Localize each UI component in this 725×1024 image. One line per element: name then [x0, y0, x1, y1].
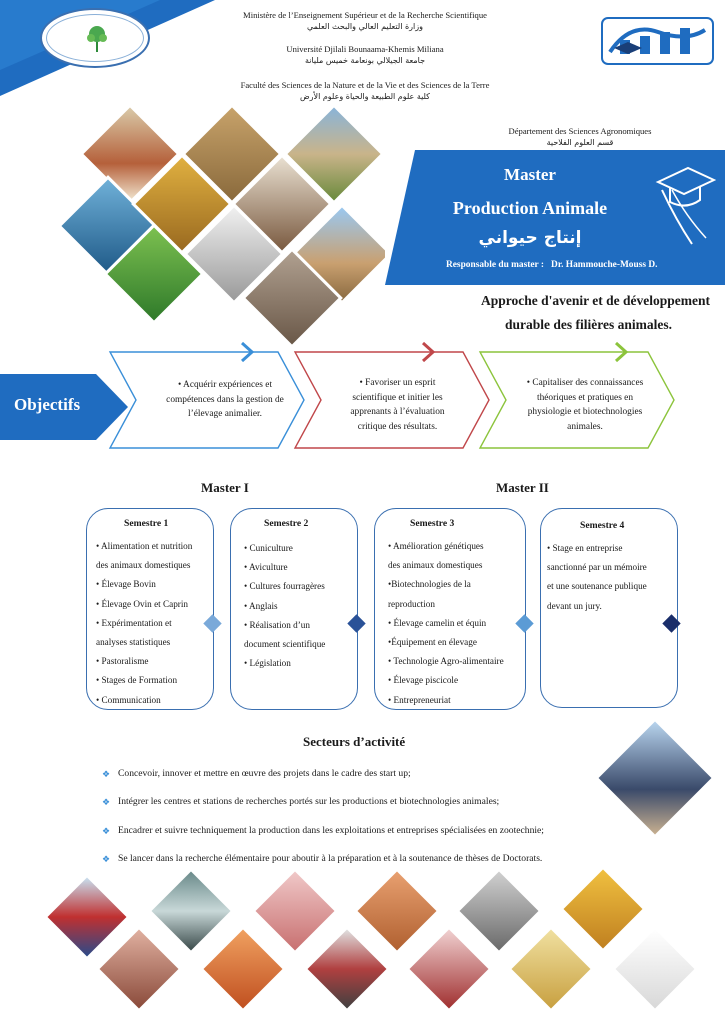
diamond-bullet-icon: ❖ [102, 769, 111, 779]
photo-milk [611, 925, 699, 1013]
semester-2-box [230, 508, 358, 710]
photo-microscope [455, 867, 543, 955]
list-item: • Législation [244, 658, 291, 669]
list-item: • Élevage Bovin [96, 579, 156, 590]
objective-3: • Capitaliser des connaissances théoriqu… [526, 378, 644, 432]
master-banner [385, 150, 725, 285]
list-item: • Cuniculture [244, 543, 293, 553]
photo-fish [303, 925, 391, 1013]
photo-eggs [353, 867, 441, 955]
tree-icon [87, 26, 107, 52]
ministry-ar: وزارة التعليم العالي والبحث العلمي [307, 22, 423, 31]
photo-meat [251, 867, 339, 955]
list-item: • Élevage Ovin et Caprin [96, 598, 189, 609]
objective-chevron-2 [293, 341, 490, 449]
diamond-bullet-icon: ❖ [102, 797, 111, 807]
list-item: • Expérimentation et [96, 617, 172, 628]
department-fr: Département des Sciences Agronomiques [508, 126, 652, 136]
list-item: • Élevage camelin et équin [388, 617, 487, 628]
list-item: • Stage en entreprise [547, 543, 623, 553]
list-item: des animaux domestiques [388, 560, 483, 571]
master-title-ar: إنتاج حيواني [478, 228, 582, 248]
photo-lab-flask [147, 867, 235, 955]
list-item: • Technologie Agro-alimentaire [388, 656, 504, 667]
semester-1-box [86, 508, 214, 710]
list-item: • Élevage piscicole [388, 675, 459, 686]
list-item: • Réalisation d’un [244, 619, 310, 630]
semester-3-title: Semestre 3 [410, 518, 455, 529]
sector-item-1: Concevoir, innover et mettre en œuvre de… [118, 768, 411, 779]
tagline-line-2: durable des filières animales. [505, 317, 672, 332]
diamond-bullet-icon: ❖ [102, 826, 111, 836]
department-ar: قسم العلوم الفلاحية [546, 138, 614, 147]
university-logo [600, 12, 715, 72]
sectors-title: Secteurs d’activité [303, 734, 406, 749]
semester-4-list: • Stage en entreprise sanctionné par un … [547, 539, 647, 616]
objectives-arrow [0, 374, 128, 440]
sector-item-3: Encadrer et suivre techniquement la prod… [118, 825, 544, 836]
photo-honey [559, 865, 647, 953]
sector-item-4: Se lancer dans la recherche élémentaire … [118, 853, 543, 864]
photo-graduates [594, 717, 716, 839]
list-item: document scientifique [244, 639, 326, 650]
semester-4-box [540, 508, 678, 708]
semester-2-title: Semestre 2 [264, 518, 309, 529]
list-item: des animaux domestiques [96, 560, 191, 571]
objective-chevron-3 [478, 341, 675, 449]
semester-3-box [374, 508, 526, 710]
faculty-fr: Faculté des Sciences de la Nature et de … [240, 80, 490, 90]
list-item: • Pastoralisme [96, 656, 149, 667]
list-item: analyses statistiques [96, 637, 171, 648]
list-item: •Biotechnologies de la [388, 579, 471, 590]
list-item: • Entrepreneuriat [388, 694, 451, 705]
list-item: • Aviculture [244, 562, 288, 573]
ministry-fr: Ministère de l’Enseignement Supérieur et… [243, 10, 487, 20]
list-item: • Alimentation et nutrition [96, 541, 193, 551]
list-item: • Anglais [244, 600, 278, 611]
semester-1-list: • Alimentation et nutrition des animaux … [96, 537, 192, 710]
master-1-heading: Master I [201, 480, 249, 495]
objective-chevron-1 [108, 341, 305, 449]
list-item: et une soutenance publique [547, 581, 647, 592]
semester-4-title: Semestre 4 [580, 520, 625, 531]
sector-item-2: Intégrer les centres et stations de rech… [118, 796, 500, 807]
semester-1-title: Semestre 1 [124, 518, 169, 529]
photo-petri-dishes [507, 925, 595, 1013]
master-title: Production Animale [452, 198, 608, 218]
master-responsable: Responsable du master : Dr. Hammouche-Mo… [446, 260, 658, 270]
objectives-label: Objectifs [14, 395, 81, 414]
list-item: • Communication [96, 694, 161, 705]
graduation-cap-icon [655, 166, 716, 245]
university-ar: جامعة الجيلالي بونعامة خميس مليانة [304, 56, 426, 65]
photo-test-tubes [199, 925, 287, 1013]
university-logo-icon [601, 17, 714, 65]
faculty-ar: كلية علوم الطبيعة والحياة وعلوم الأرض [299, 92, 430, 101]
banner-white-slash [385, 150, 415, 285]
list-item: devant un jury. [547, 600, 602, 611]
list-item: •Équipement en élevage [388, 637, 477, 648]
diamond-bullet-icon: ❖ [102, 854, 111, 864]
photo-butcher [405, 925, 493, 1013]
university-fr: Université Djilali Bounaama-Khemis Milia… [286, 44, 444, 54]
objective-2: • Favoriser un esprit scientifique et in… [350, 378, 445, 432]
semester-3-list: • Amélioration génétiques des animaux do… [388, 537, 504, 710]
objective-1: • Acquérir expériences et compétences da… [166, 380, 284, 419]
list-item: reproduction [388, 598, 435, 609]
master-2-heading: Master II [496, 480, 549, 495]
semester-2-list: • Cuniculture • Aviculture • Cultures fo… [244, 539, 325, 673]
list-item: sanctionné par un mémoire [547, 562, 647, 573]
list-item: • Stages de Formation [96, 675, 178, 686]
faculty-logo [40, 8, 150, 68]
list-item: • Amélioration génétiques [388, 541, 484, 551]
list-item: • Cultures fourragères [244, 581, 325, 592]
master-label: Master [504, 165, 556, 184]
tagline-line-1: Approche d'avenir et de développement [481, 293, 710, 308]
